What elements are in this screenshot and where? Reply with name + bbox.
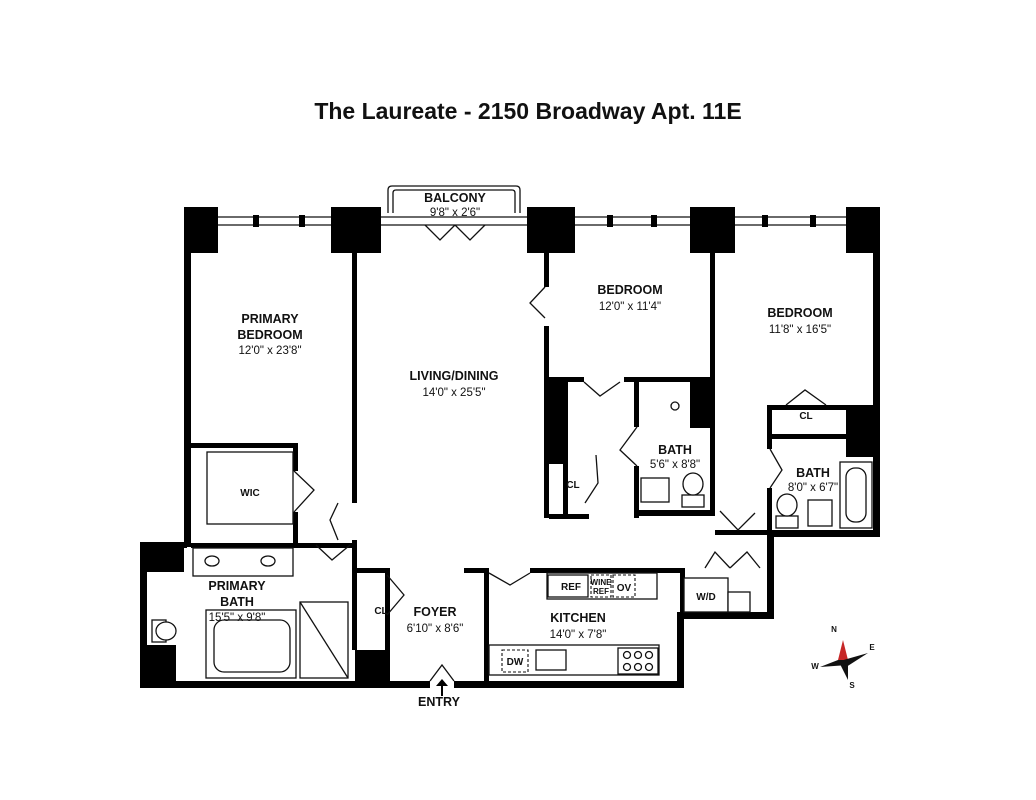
utility-sink [727, 591, 751, 613]
oven-label: OV [617, 583, 632, 594]
fixtures [151, 401, 873, 679]
shower-head-icon [670, 401, 680, 411]
fixture-labels: WIC CL CL CL REF WINE REF OV DW W/D ENTR… [240, 411, 812, 709]
primary-bedroom-dims: 12'0" x 23'8" [238, 345, 301, 357]
wic-shelving [206, 451, 294, 525]
wine-fridge [590, 574, 612, 598]
compass-w: W [811, 662, 819, 671]
burner-icon [622, 662, 632, 672]
vanity-counter [192, 547, 294, 577]
oven [612, 574, 636, 598]
balcony-dims: 9'8" x 2'6" [430, 207, 480, 219]
compass-icon [820, 640, 868, 680]
balcony [387, 185, 521, 241]
sink-icon [204, 555, 220, 567]
sink-icon [640, 477, 670, 503]
washer-dryer-label: W/D [696, 592, 715, 603]
burner-icon [622, 650, 632, 660]
compass-n: N [831, 625, 837, 634]
balcony-label: BALCONY [424, 191, 486, 205]
bath-3-label: BATH [796, 466, 830, 480]
living-dining-label: LIVING/DINING [410, 369, 499, 383]
primary-bath-label: PRIMARY [208, 579, 266, 593]
washer-dryer [683, 577, 729, 613]
toilet-icon [681, 494, 705, 508]
wine-ref-label: WINE [591, 578, 613, 587]
exterior-walls [140, 207, 880, 688]
foyer-dims: 6'10" x 8'6" [407, 623, 464, 635]
entry-label: ENTRY [418, 695, 461, 709]
bedroom-3-label: BEDROOM [767, 306, 832, 320]
bedroom-2-label: BEDROOM [597, 283, 662, 297]
window-strip [216, 215, 848, 227]
bath-3-dims: 8'0" x 6'7" [788, 482, 838, 494]
primary-bedroom-label: BEDROOM [237, 328, 302, 342]
bath-2-label: BATH [658, 443, 692, 457]
foyer-label: FOYER [413, 605, 456, 619]
primary-bedroom-label: PRIMARY [241, 312, 299, 326]
room-labels: BALCONY 9'8" x 2'6" PRIMARY BEDROOM 12'0… [208, 191, 838, 641]
toilet-icon [775, 515, 799, 529]
interior-walls [147, 253, 847, 683]
compass-s: S [849, 681, 855, 690]
dishwasher-label: DW [507, 657, 524, 668]
closet-label: CL [799, 411, 812, 422]
living-dining-dims: 14'0" x 25'5" [422, 387, 485, 399]
burner-icon [644, 650, 654, 660]
bath-2-dims: 5'6" x 8'8" [650, 459, 700, 471]
sink-icon [535, 649, 567, 671]
refrigerator [547, 574, 589, 598]
burner-icon [644, 662, 654, 672]
primary-bath-dims: 15'5" x 9'8" [209, 612, 266, 624]
sink-icon [807, 499, 833, 527]
wic-label: WIC [240, 488, 259, 499]
bedroom-3-dims: 11'8" x 16'5" [769, 324, 831, 336]
doors [293, 286, 827, 682]
kitchen-dims: 14'0" x 7'8" [550, 629, 607, 641]
burner-icon [633, 662, 643, 672]
wine-ref-label: REF [593, 587, 609, 596]
closet-label: CL [374, 606, 387, 617]
burner-icon [633, 650, 643, 660]
dishwasher [501, 649, 529, 673]
closet-label: CL [566, 480, 579, 491]
entry-arrow-icon [436, 679, 448, 696]
sink-icon [260, 555, 276, 567]
bedroom-2-dims: 12'0" x 11'4" [599, 301, 661, 313]
compass-labels: N E S W [811, 625, 875, 690]
kitchen-label: KITCHEN [550, 611, 606, 625]
primary-bath-label: BATH [220, 595, 254, 609]
page-title: The Laureate - 2150 Broadway Apt. 11E [314, 98, 742, 124]
ref-label: REF [561, 582, 581, 593]
compass-e: E [869, 643, 875, 652]
